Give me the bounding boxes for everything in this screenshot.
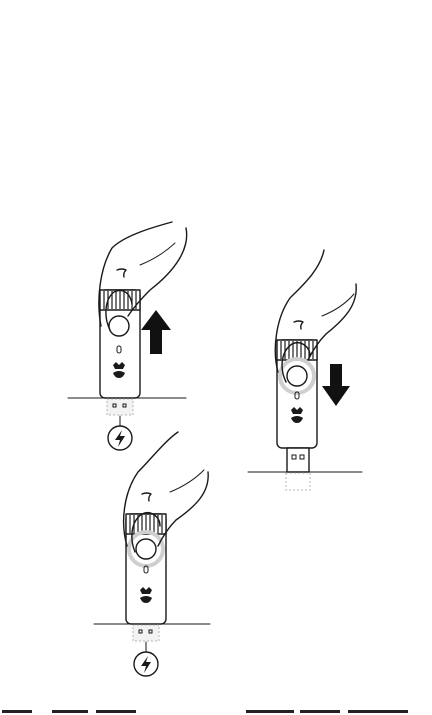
port-outline [286, 473, 310, 490]
arrow-up-icon [141, 310, 171, 354]
usb-connector-icon [287, 448, 309, 472]
touch-sensor [109, 316, 129, 336]
cropped-caption-strip [0, 708, 432, 715]
arrow-down-icon [322, 364, 350, 406]
port-plug [133, 625, 159, 641]
power-bolt-icon [134, 652, 158, 676]
touch-sensor [136, 539, 156, 559]
panel-press-power [94, 432, 210, 676]
panel-lift [68, 222, 187, 450]
touch-sensor [287, 366, 307, 386]
power-bolt-icon [108, 426, 132, 450]
panel-press-usb [248, 250, 362, 490]
port-plug [107, 399, 133, 415]
